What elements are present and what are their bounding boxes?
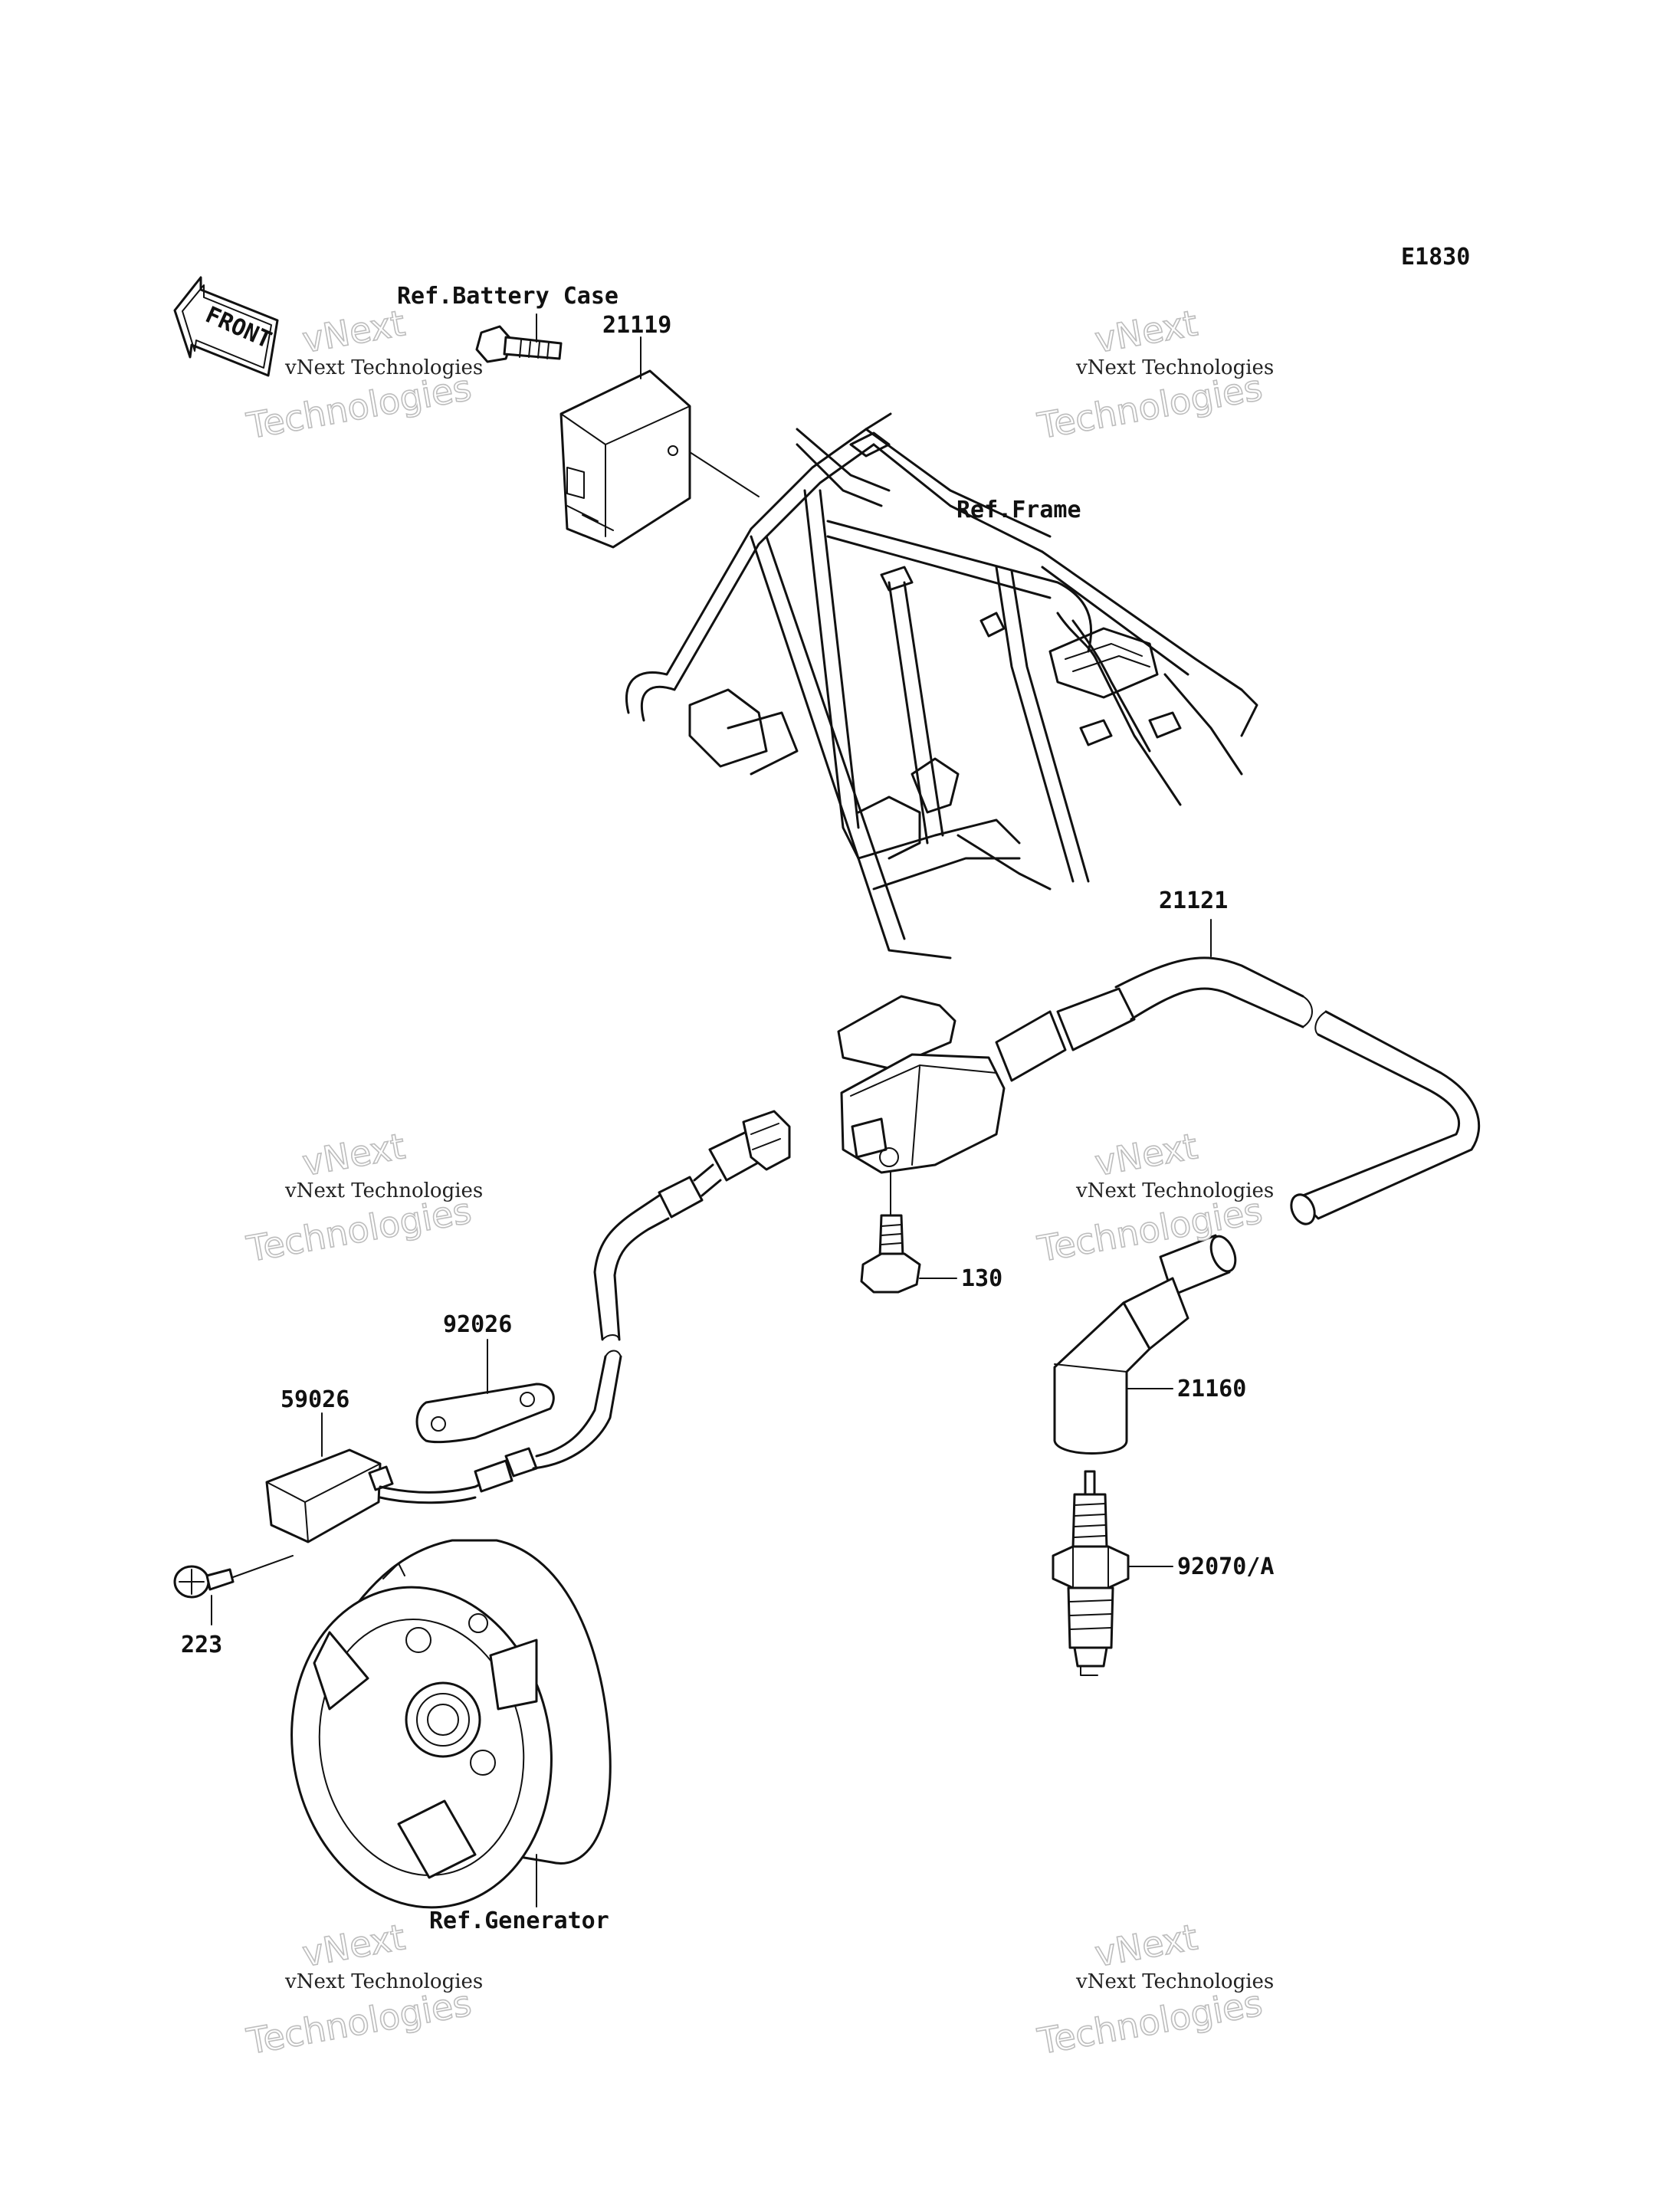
bolt-130 <box>860 1214 921 1294</box>
watermark-6: vNext vNext Technologies Technologies <box>1034 1916 1275 2063</box>
spark-plug-92070a <box>1052 1470 1130 1676</box>
label-part-21119: 21119 <box>602 312 671 339</box>
label-part-92026: 92026 <box>443 1311 512 1338</box>
label-part-130: 130 <box>961 1265 1002 1292</box>
frame-assembly <box>625 412 1258 959</box>
svg-text:Technologies: Technologies <box>244 1982 474 2062</box>
bracket-92026 <box>415 1383 555 1444</box>
svg-text:vNext: vNext <box>1092 302 1201 361</box>
pickup-coil-59026 <box>265 1110 791 1543</box>
svg-text:vNext: vNext <box>1092 1125 1201 1184</box>
label-ref-generator: Ref.Generator <box>429 1907 609 1934</box>
cdi-unit-21119 <box>559 369 691 549</box>
svg-text:vNext Technologies: vNext Technologies <box>1075 356 1274 379</box>
screw-223 <box>173 1565 235 1599</box>
diagram-code: E1830 <box>1401 244 1470 271</box>
spark-plug-cap-21160 <box>1053 1234 1237 1455</box>
ignition-coil-21121 <box>837 956 1481 1225</box>
svg-text:vNext Technologies: vNext Technologies <box>284 1970 483 1993</box>
watermark-3: vNext vNext Technologies Technologies <box>243 1125 484 1271</box>
label-ref-battery-case: Ref.Battery Case <box>397 283 619 310</box>
svg-text:vNext Technologies: vNext Technologies <box>1075 1970 1274 1993</box>
svg-text:vNext: vNext <box>300 1916 409 1975</box>
svg-text:vNext Technologies: vNext Technologies <box>1075 1179 1274 1202</box>
svg-text:vNext: vNext <box>1092 1916 1201 1975</box>
front-arrow-icon: FRONT <box>173 276 279 377</box>
label-part-21160: 21160 <box>1177 1376 1246 1402</box>
label-part-92070a: 92070/A <box>1177 1553 1274 1580</box>
svg-text:Technologies: Technologies <box>1035 1982 1265 2062</box>
watermark-2: vNext vNext Technologies Technologies <box>1034 302 1275 448</box>
svg-text:vNext: vNext <box>300 302 409 361</box>
watermark-5: vNext vNext Technologies Technologies <box>243 1916 484 2063</box>
watermark-1: vNext vNext Technologies Technologies <box>243 302 484 448</box>
bolt-battery-case <box>475 325 563 363</box>
svg-text:vNext Technologies: vNext Technologies <box>284 356 483 379</box>
label-ref-frame: Ref.Frame <box>956 497 1081 523</box>
label-part-59026: 59026 <box>281 1386 349 1413</box>
svg-text:vNext: vNext <box>300 1125 409 1184</box>
label-part-21121: 21121 <box>1159 887 1228 914</box>
generator-flywheel <box>290 1539 612 1909</box>
label-part-223: 223 <box>181 1632 222 1658</box>
svg-text:vNext Technologies: vNext Technologies <box>284 1179 483 1202</box>
watermark-4: vNext vNext Technologies Technologies <box>1034 1125 1275 1271</box>
